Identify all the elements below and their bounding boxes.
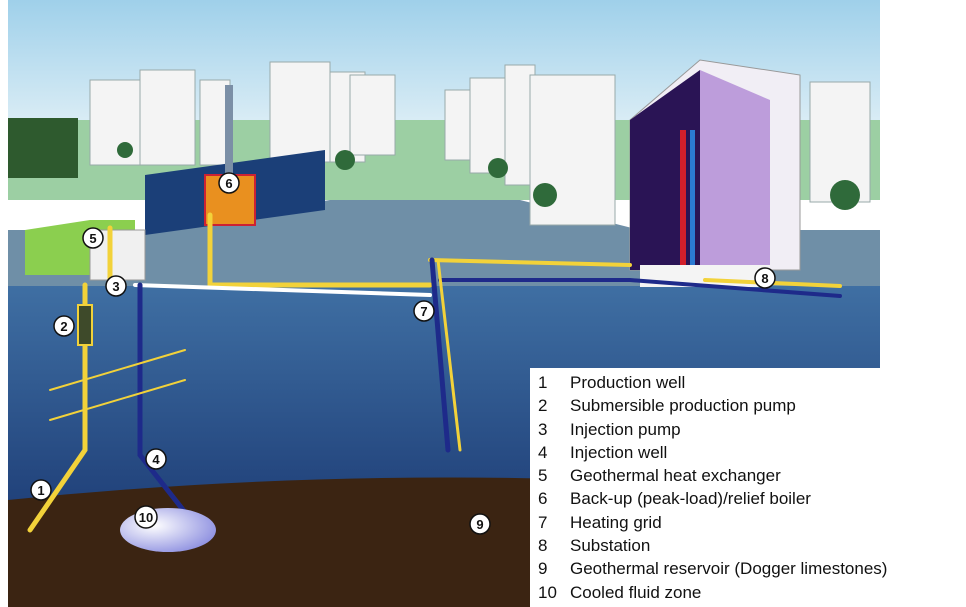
heating-grid-deep-blue (429, 257, 451, 453)
marker-7: 7 (413, 300, 435, 322)
legend-number: 10 (538, 582, 557, 602)
legend-item: 6 Back-up (peak-load)/relief boiler (538, 489, 966, 512)
exchanger-house (25, 220, 146, 281)
legend-number: 8 (538, 536, 548, 556)
marker-5-label: 5 (89, 231, 96, 246)
marker-10-label: 10 (139, 510, 153, 525)
marker-6-label: 6 (225, 176, 232, 191)
legend: 1 Production well 2 Submersible production… (530, 368, 966, 607)
forest (8, 118, 78, 178)
boiler-house (145, 85, 325, 235)
marker-6: 6 (218, 172, 240, 194)
legend-label: Geothermal reservoir (Dogger limestones) (570, 559, 888, 579)
injection-well (137, 282, 198, 528)
legend-number: 1 (538, 373, 548, 392)
legend-number: 2 (538, 396, 548, 416)
legend-label: Injection well (570, 442, 668, 462)
legend-label: Back-up (peak-load)/relief boiler (570, 489, 811, 509)
marker-7-label: 7 (420, 304, 427, 319)
legend-number: 5 (538, 466, 548, 486)
legend-number: 7 (538, 512, 548, 532)
marker-9: 9 (469, 513, 491, 535)
legend-item: 5 Geothermal heat exchanger (538, 466, 966, 489)
legend-number: 9 (538, 559, 548, 579)
surface-pipes (107, 212, 842, 298)
marker-5: 5 (82, 227, 104, 249)
buildings-right (444, 64, 871, 226)
marker-2: 2 (53, 315, 75, 337)
apartment-block (629, 59, 801, 287)
legend-label: Cooled fluid zone (570, 582, 702, 602)
legend-item: 3 Injection pump (538, 420, 966, 443)
cooled-fluid-zone (120, 508, 216, 552)
legend-label: Injection pump (570, 419, 681, 439)
marker-4: 4 (145, 448, 167, 470)
legend-item: 4 Injection well (538, 443, 966, 466)
legend-number: 3 (538, 419, 548, 439)
marker-3: 3 (105, 275, 127, 297)
marker-2-label: 2 (60, 319, 67, 334)
legend-item: 9 Geothermal reservoir (Dogger limestones… (538, 559, 966, 582)
marker-8-label: 8 (761, 271, 768, 286)
marker-4-label: 4 (152, 452, 160, 467)
legend-item: 2 Submersible production pump (538, 396, 966, 419)
marker-8: 8 (754, 267, 776, 289)
legend-label: Heating grid (570, 512, 662, 532)
marker-10: 10 (134, 505, 158, 529)
legend-item: 7 Heating grid (538, 513, 966, 536)
legend-item: 8 Substation (538, 536, 966, 559)
legend-label: Substation (570, 536, 651, 556)
legend-label: Geothermal heat exchanger (570, 466, 781, 486)
trees (117, 142, 860, 210)
marker-1: 1 (30, 479, 52, 501)
legend-number: 4 (538, 442, 548, 462)
legend-item: 1 Production well (538, 373, 966, 396)
legend-number: 6 (538, 489, 548, 509)
submersible-pump (77, 304, 93, 346)
legend-label: Submersible production pump (570, 396, 796, 416)
marker-3-label: 3 (112, 279, 119, 294)
legend-item: 10 Cooled fluid zone (538, 583, 966, 606)
marker-1-label: 1 (37, 483, 44, 498)
heating-grid-deep-yellow (436, 258, 462, 452)
legend-label: Production well (570, 373, 686, 392)
marker-9-label: 9 (476, 517, 483, 532)
